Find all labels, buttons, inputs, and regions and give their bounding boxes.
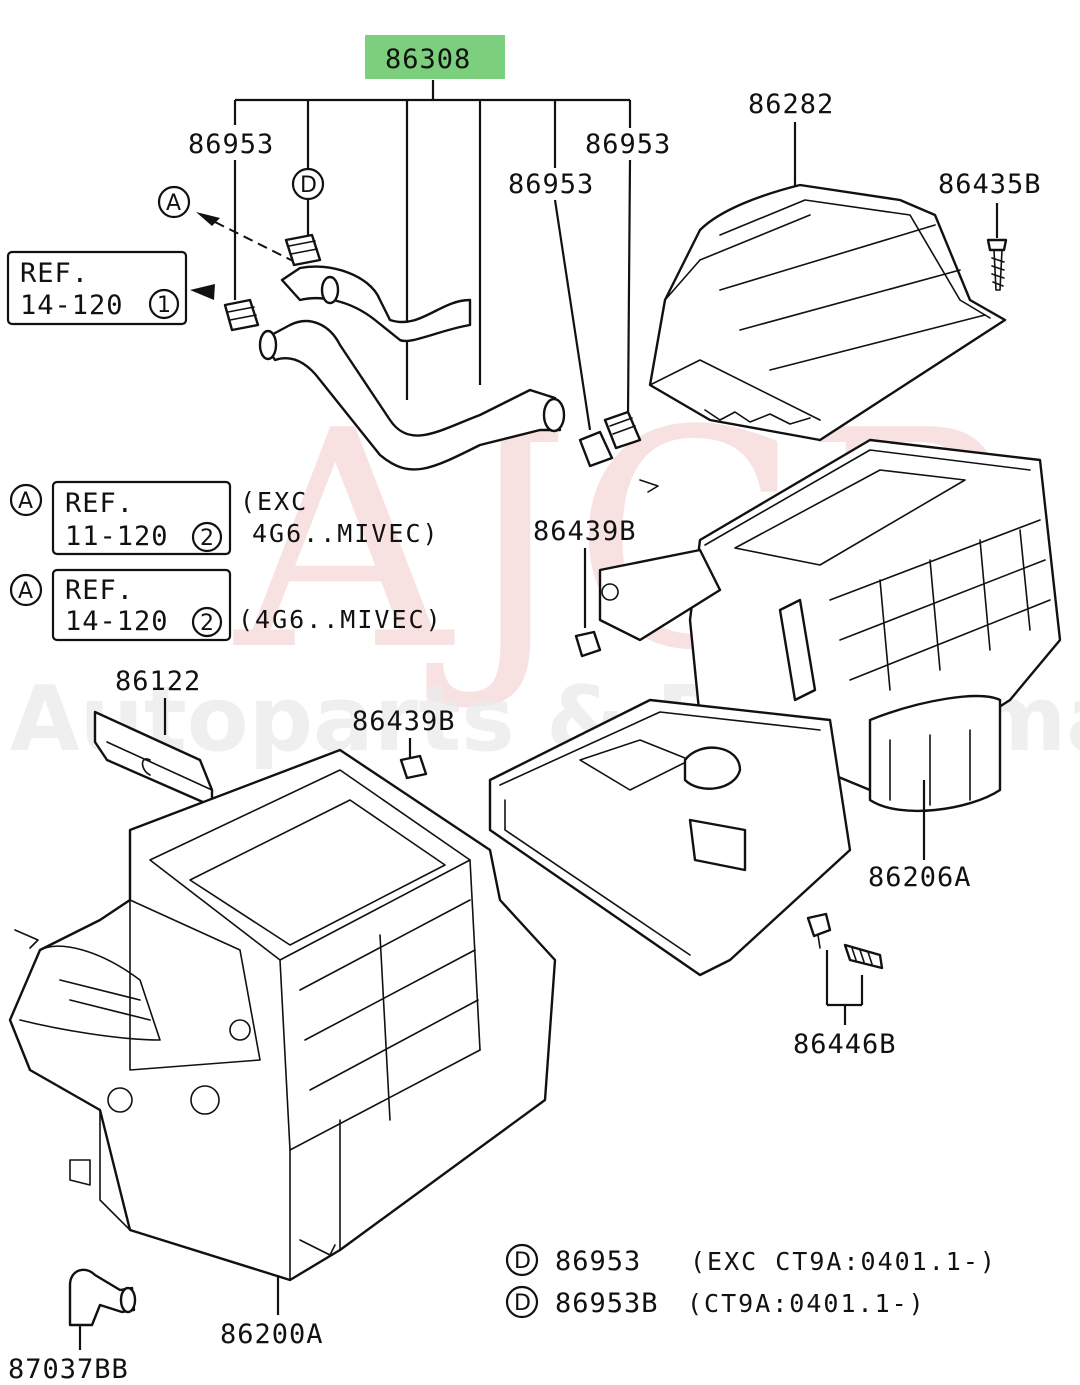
flow-arrow-left <box>14 929 39 949</box>
nut-86439B-lower <box>399 754 428 780</box>
part-label-86446B[interactable]: 86446B <box>793 1029 897 1060</box>
svg-text:REF.: REF. <box>20 258 89 289</box>
part-label-86435B[interactable]: 86435B <box>938 169 1042 200</box>
legend-note-2: (CT9A:0401.1-) <box>687 1289 926 1318</box>
screw-86435B <box>986 238 1008 291</box>
cover-86282 <box>648 183 1007 442</box>
svg-text:A: A <box>18 489 33 514</box>
ref-box-a1[interactable]: A REF. 11-120 2 (EXC 4G6..MIVEC) <box>9 480 440 556</box>
leader-86308 <box>233 80 632 431</box>
legend-row-1: D 86953 (EXC CT9A:0401.1-) <box>505 1243 997 1277</box>
flow-arrow-right <box>639 479 659 493</box>
part-label-86282[interactable]: 86282 <box>748 89 834 120</box>
svg-text:1: 1 <box>157 293 171 318</box>
ref-box-a2[interactable]: A REF. 14-120 2 (4G6..MIVEC) <box>9 568 443 642</box>
part-label-86953-left[interactable]: 86953 <box>188 129 274 160</box>
legend-row-2: D 86953B (CT9A:0401.1-) <box>505 1285 926 1319</box>
nut-86439B-upper <box>574 630 602 658</box>
part-label-86439B-lower[interactable]: 86439B <box>352 706 456 737</box>
marker-a-top: A <box>157 185 296 263</box>
svg-text:(4G6..MIVEC): (4G6..MIVEC) <box>238 605 443 634</box>
fasteners-86446B <box>806 912 884 1025</box>
part-label-86953-right[interactable]: 86953 <box>585 129 671 160</box>
svg-text:A: A <box>18 579 33 604</box>
svg-text:14-120: 14-120 <box>65 606 169 637</box>
air-duct <box>488 698 852 977</box>
svg-text:4G6..MIVEC): 4G6..MIVEC) <box>252 519 440 548</box>
part-label-86439B-upper[interactable]: 86439B <box>533 516 637 547</box>
heater-unit-86200A <box>8 748 557 1282</box>
legend-part-1[interactable]: 86953 <box>555 1246 641 1277</box>
svg-text:2: 2 <box>200 611 214 636</box>
heater-hose <box>223 233 642 471</box>
part-label-86308[interactable]: 86308 <box>385 44 471 75</box>
part-label-86200A[interactable]: 86200A <box>220 1319 324 1350</box>
marker-d-top: D <box>291 167 325 201</box>
svg-text:2: 2 <box>200 526 214 551</box>
svg-text:A: A <box>166 191 181 216</box>
elbow-87037BB <box>68 1268 137 1327</box>
svg-text:D: D <box>514 1249 531 1274</box>
svg-text:14-120: 14-120 <box>20 290 124 321</box>
svg-text:(EXC: (EXC <box>240 487 308 516</box>
svg-text:D: D <box>514 1291 531 1316</box>
part-label-86122[interactable]: 86122 <box>115 666 201 697</box>
svg-text:11-120: 11-120 <box>65 521 169 552</box>
ref-box-top[interactable]: REF. 14-120 1 <box>6 250 188 326</box>
legend-note-1: (EXC CT9A:0401.1-) <box>690 1247 997 1276</box>
svg-text:REF.: REF. <box>65 575 134 606</box>
blower-86206A <box>598 438 1062 813</box>
part-label-87037BB[interactable]: 87037BB <box>8 1354 129 1385</box>
arrow-to-ref-top <box>190 284 215 300</box>
highlight-box <box>365 35 505 79</box>
svg-text:REF.: REF. <box>65 488 134 519</box>
svg-text:D: D <box>300 173 317 198</box>
part-label-86206A[interactable]: 86206A <box>868 862 972 893</box>
part-label-86953-mid[interactable]: 86953 <box>508 169 594 200</box>
legend-part-2[interactable]: 86953B <box>555 1288 659 1319</box>
